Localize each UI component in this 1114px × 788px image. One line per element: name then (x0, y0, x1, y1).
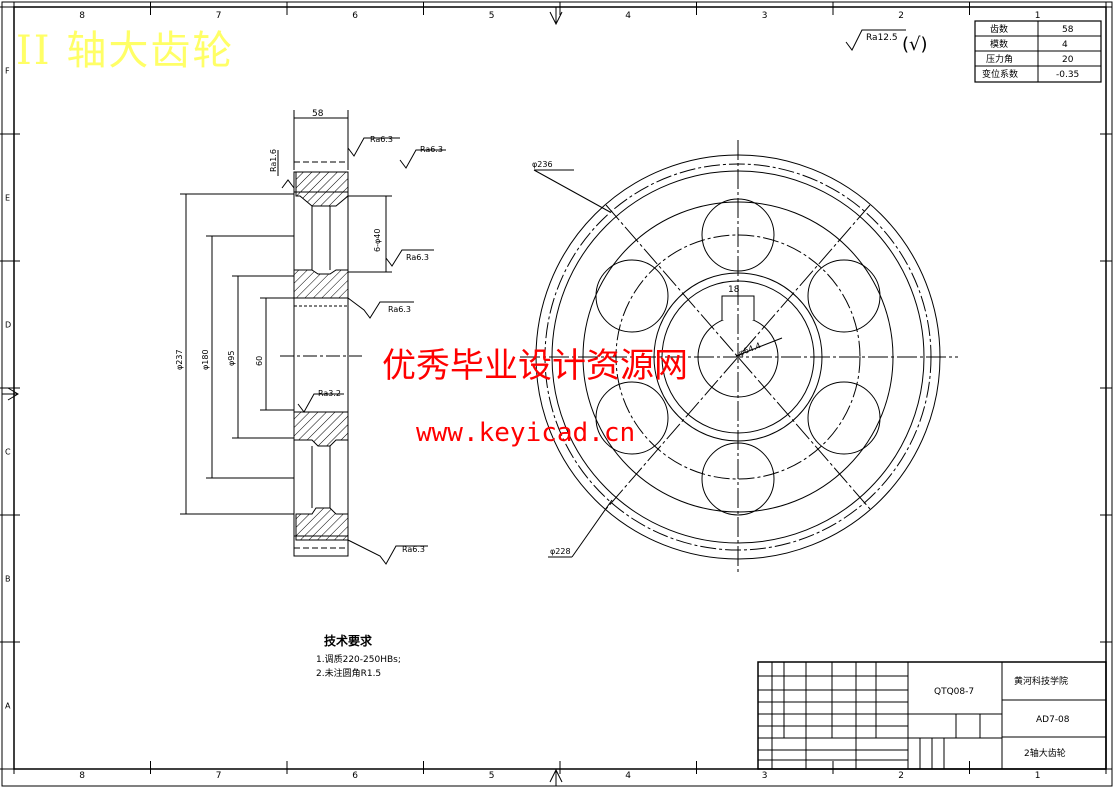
holes-dim: 6-φ40 (373, 229, 382, 252)
web-hole (595, 259, 669, 333)
width-dim: 58 (312, 109, 324, 119)
zone-label-top: 6 (352, 11, 358, 21)
dim-d-tip: φ237 (175, 349, 184, 370)
zone-label-bottom: 4 (625, 771, 631, 781)
web-hole (807, 381, 881, 455)
front-view (520, 140, 958, 574)
zone-label-top: 3 (762, 11, 768, 21)
hatch-rim-top (295, 171, 349, 207)
zone-label-left: E (5, 194, 10, 203)
zone-label-bottom: 3 (762, 771, 768, 781)
param-label: 变位系数 (982, 68, 1018, 80)
zone-label-bottom: 5 (489, 771, 495, 781)
front-keyway: 18 (728, 285, 740, 295)
dim-d-2: φ95 (227, 351, 236, 366)
roughness-label: Ra3.2 (318, 389, 341, 398)
zone-label-left: D (5, 321, 11, 330)
param-label: 齿数 (990, 23, 1008, 35)
param-label: 模数 (990, 38, 1008, 50)
zone-label-top: 4 (625, 11, 631, 21)
param-value: 58 (1062, 25, 1074, 35)
hatch-hub-top (293, 269, 349, 299)
roughness-label: Ra6.3 (370, 135, 393, 144)
general-roughness: Ra12.5 (√) (845, 29, 928, 55)
zone-marks-left: F E D C B A (0, 6, 1112, 770)
roughness-label: Ra6.3 (406, 253, 429, 262)
section-view (180, 110, 446, 565)
roughness-label: Ra6.3 (388, 305, 411, 314)
tech-item: 2.未注圆角R1.5 (316, 667, 381, 679)
roughness-label: Ra6.3 (420, 145, 443, 154)
param-value: 20 (1062, 55, 1074, 65)
front-d-root: φ228 (550, 547, 571, 556)
hatch-hub-bottom (293, 411, 349, 447)
param-label: 压力角 (986, 53, 1013, 65)
watermark-title: II 轴大齿轮 (16, 28, 235, 74)
zone-label-bottom: 1 (1035, 771, 1041, 781)
zone-label-left: B (5, 575, 11, 584)
general-roughness-value: Ra12.5 (866, 33, 898, 43)
web-hole (807, 259, 881, 333)
tech-item: 1.调质220-250HBs; (316, 653, 401, 665)
zone-label-bottom: 8 (79, 771, 85, 781)
web-hole (595, 381, 669, 455)
center-arrow-left (2, 387, 19, 401)
class-code: AD7-08 (1036, 715, 1070, 725)
drawing-number: QTQ08-7 (934, 687, 974, 697)
zone-label-bottom: 7 (216, 771, 222, 781)
center-arrow-bottom (549, 768, 563, 786)
zone-label-top: 5 (489, 11, 495, 21)
school-name: 黄河科技学院 (1014, 675, 1068, 687)
roughness-label: Ra6.3 (402, 545, 425, 554)
front-d-tip: φ236 (532, 160, 553, 169)
part-name: 2轴大齿轮 (1024, 747, 1066, 759)
dim-bore: 60 (255, 356, 264, 366)
title-block (757, 661, 1107, 770)
zone-label-top: 8 (79, 11, 85, 21)
zone-label-left: F (5, 67, 10, 76)
tech-title: 技术要求 (324, 633, 373, 648)
watermark-url: www.keyicad.cn (416, 418, 636, 448)
zone-label-bottom: 2 (898, 771, 904, 781)
side-roughness: Ra1.6 (269, 149, 278, 172)
watermark-site-name: 优秀毕业设计资源网 (382, 346, 688, 386)
general-roughness-other: (√) (902, 34, 928, 55)
param-value: -0.35 (1056, 70, 1079, 80)
inner-frame (13, 6, 1107, 770)
zone-label-top: 1 (1035, 11, 1041, 21)
title-block-labels: QTQ08-7 黄河科技学院 AD7-08 2轴大齿轮 (934, 675, 1070, 759)
section-view-labels: 58 Ra6.3 Ra6.3 Ra6.3 Ra6.3 Ra3.2 Ra6.3 R… (175, 109, 443, 554)
zone-label-left: C (5, 448, 11, 457)
zone-label-top: 7 (216, 11, 222, 21)
params-table: 齿数 58 模数 4 压力角 20 变位系数 -0.35 (974, 20, 1102, 83)
tech-requirements: 技术要求 1.调质220-250HBs; 2.未注圆角R1.5 (316, 633, 401, 679)
zone-label-left: A (5, 702, 11, 711)
zone-label-bottom: 6 (352, 771, 358, 781)
hatch-rim-bottom (295, 507, 349, 541)
dim-d-1: φ180 (201, 349, 210, 370)
zone-label-top: 2 (898, 11, 904, 21)
center-arrow-top (549, 7, 563, 26)
param-value: 4 (1062, 40, 1068, 50)
